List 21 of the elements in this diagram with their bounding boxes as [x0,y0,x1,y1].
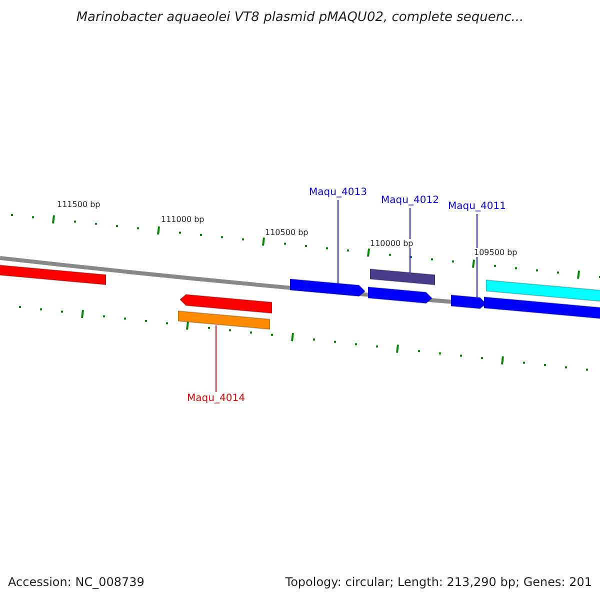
gene-label: Maqu_4012 [381,195,439,206]
leader-line [476,214,478,298]
gene-bar [0,264,106,286]
gene-label: Maqu_4011 [448,201,506,212]
scale-label: 110000 bp [370,239,414,248]
gene-label: Maqu_4014 [187,393,245,404]
gene-bar [290,278,365,298]
scale-label: 110500 bp [265,228,308,237]
scale-label: 109500 bp [474,248,518,257]
gene-bar [451,294,486,310]
title-text: Marinobacter aquaeolei VT8 plasmid pMAQU02, complete sequenc... [76,10,524,25]
scale-label: 111000 bp [161,215,204,224]
gene-bar [178,310,270,330]
gene-bar [486,279,600,302]
footer-text: Topology: circular; Length: 213,290 bp; Genes: 201 [285,575,592,589]
scale-label: 111500 bp [57,200,100,209]
footer-text: Accession: NC_008739 [8,575,144,589]
gene-label: Maqu_4013 [309,187,367,198]
gene-bar [370,268,435,286]
gene-bar [180,293,272,314]
gene-bar [368,286,432,305]
